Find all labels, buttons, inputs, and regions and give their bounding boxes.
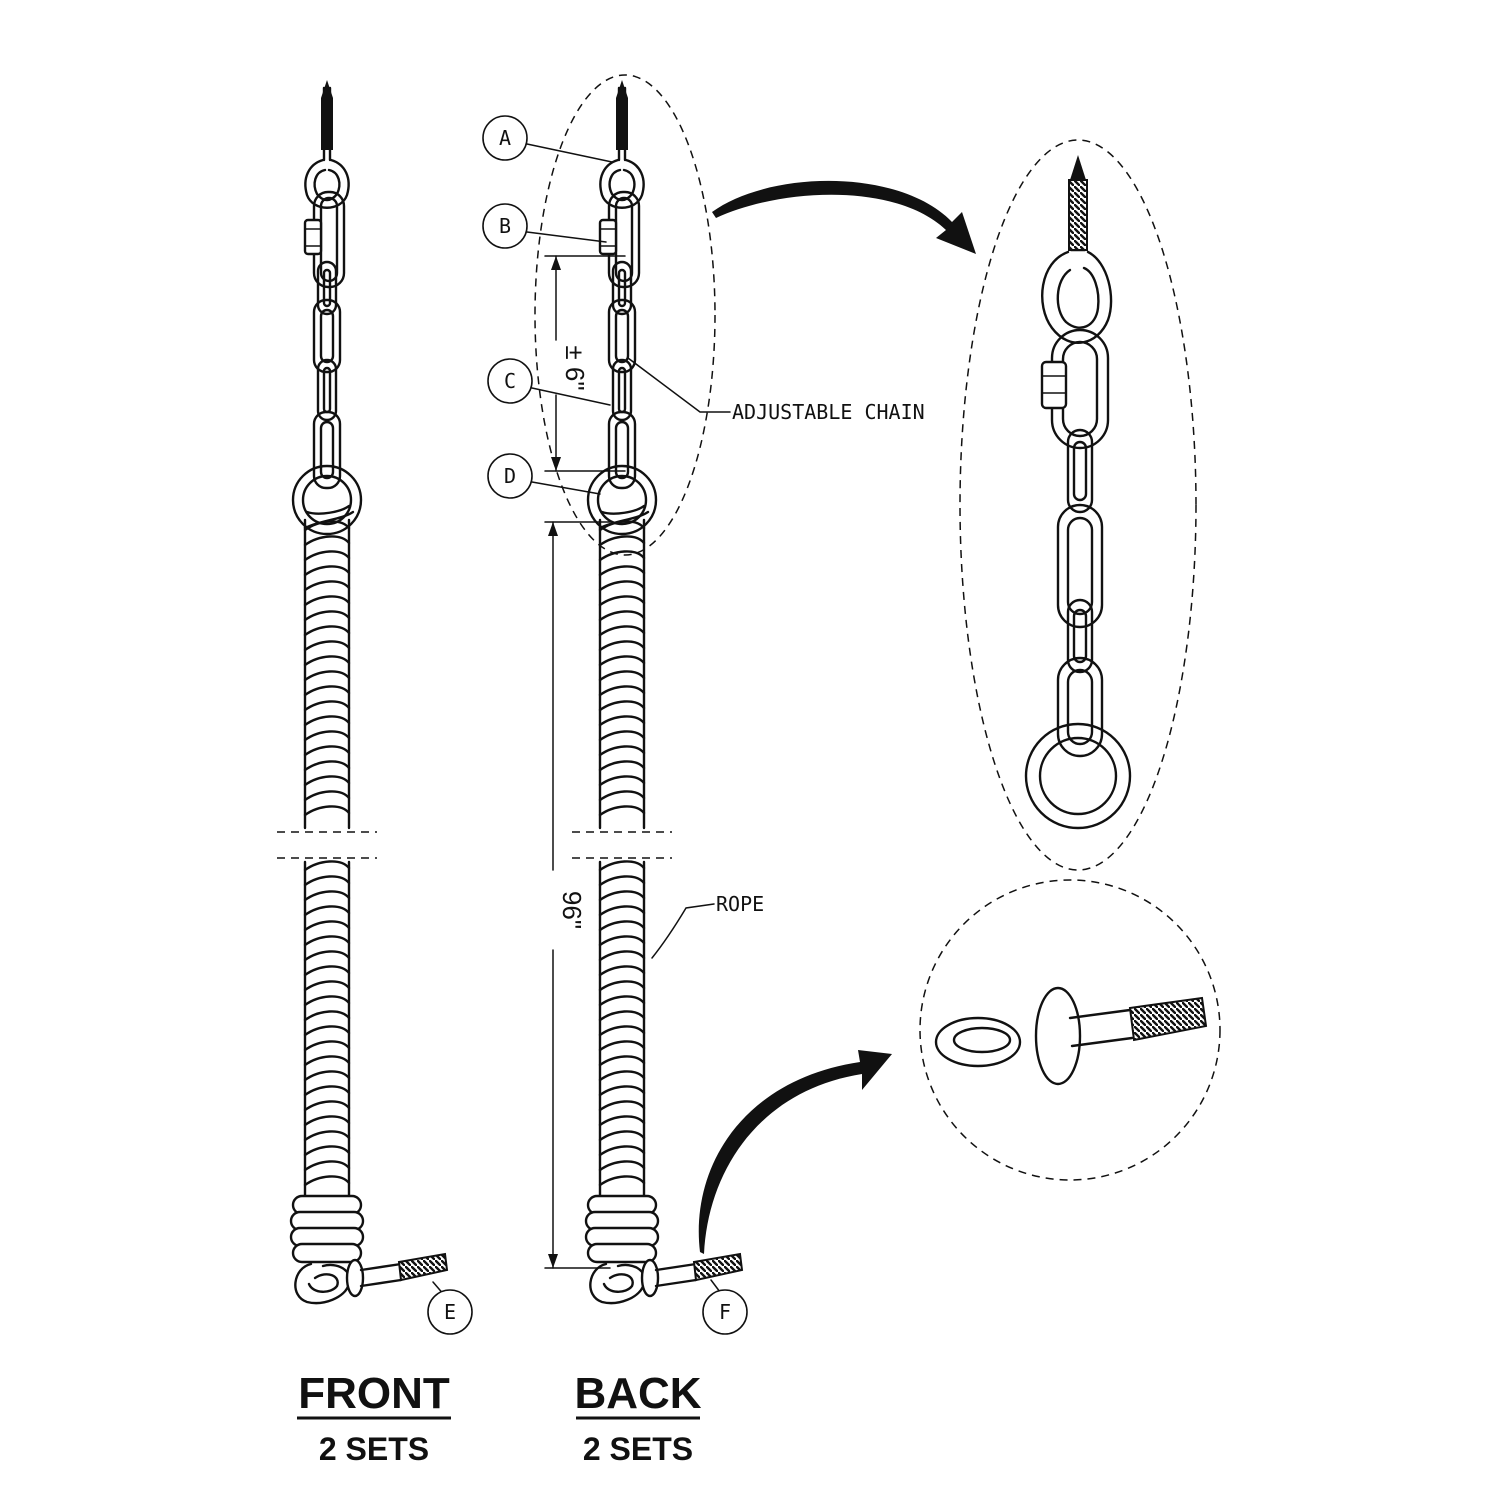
callout-e-label: E (444, 1300, 456, 1324)
back-sets: 2 SETS (583, 1431, 693, 1467)
arrow-to-eye-bolt-detail (698, 1050, 892, 1254)
front-caption: FRONT 2 SETS (297, 1369, 451, 1467)
rope-length-text: 96" (557, 891, 587, 929)
callout-b: B (482, 203, 607, 249)
chain-adjust-text: ± 6" (560, 345, 590, 390)
callout-c: C (487, 358, 611, 406)
callout-a: A (482, 115, 613, 163)
rope-leader (651, 903, 715, 959)
chain-adjust-dimension: ± 6" (544, 255, 626, 472)
back-assembly (570, 78, 744, 1305)
callout-d: D (487, 453, 601, 499)
back-caption: BACK 2 SETS (574, 1369, 701, 1467)
callout-a-label: A (499, 126, 511, 150)
back-title: BACK (574, 1369, 701, 1418)
rope-length-dimension: 96" (544, 521, 611, 1269)
front-title: FRONT (298, 1369, 450, 1418)
rope-label: ROPE (716, 892, 764, 916)
callout-b-label: B (499, 214, 511, 238)
callout-c-label: C (504, 369, 516, 393)
eye-bolt-detail (919, 879, 1221, 1181)
front-assembly (275, 78, 449, 1305)
arrow-to-chain-detail (712, 180, 976, 254)
callout-f: F (702, 1279, 748, 1335)
adjustable-chain-label: ADJUSTABLE CHAIN (732, 400, 925, 424)
front-sets: 2 SETS (319, 1431, 429, 1467)
detail-ellipse-small (534, 74, 716, 556)
chain-detail (959, 139, 1197, 871)
callout-d-label: D (504, 464, 516, 488)
callout-e: E (427, 1281, 473, 1335)
callout-f-label: F (719, 1300, 731, 1324)
adjustable-chain-leader (627, 357, 731, 413)
